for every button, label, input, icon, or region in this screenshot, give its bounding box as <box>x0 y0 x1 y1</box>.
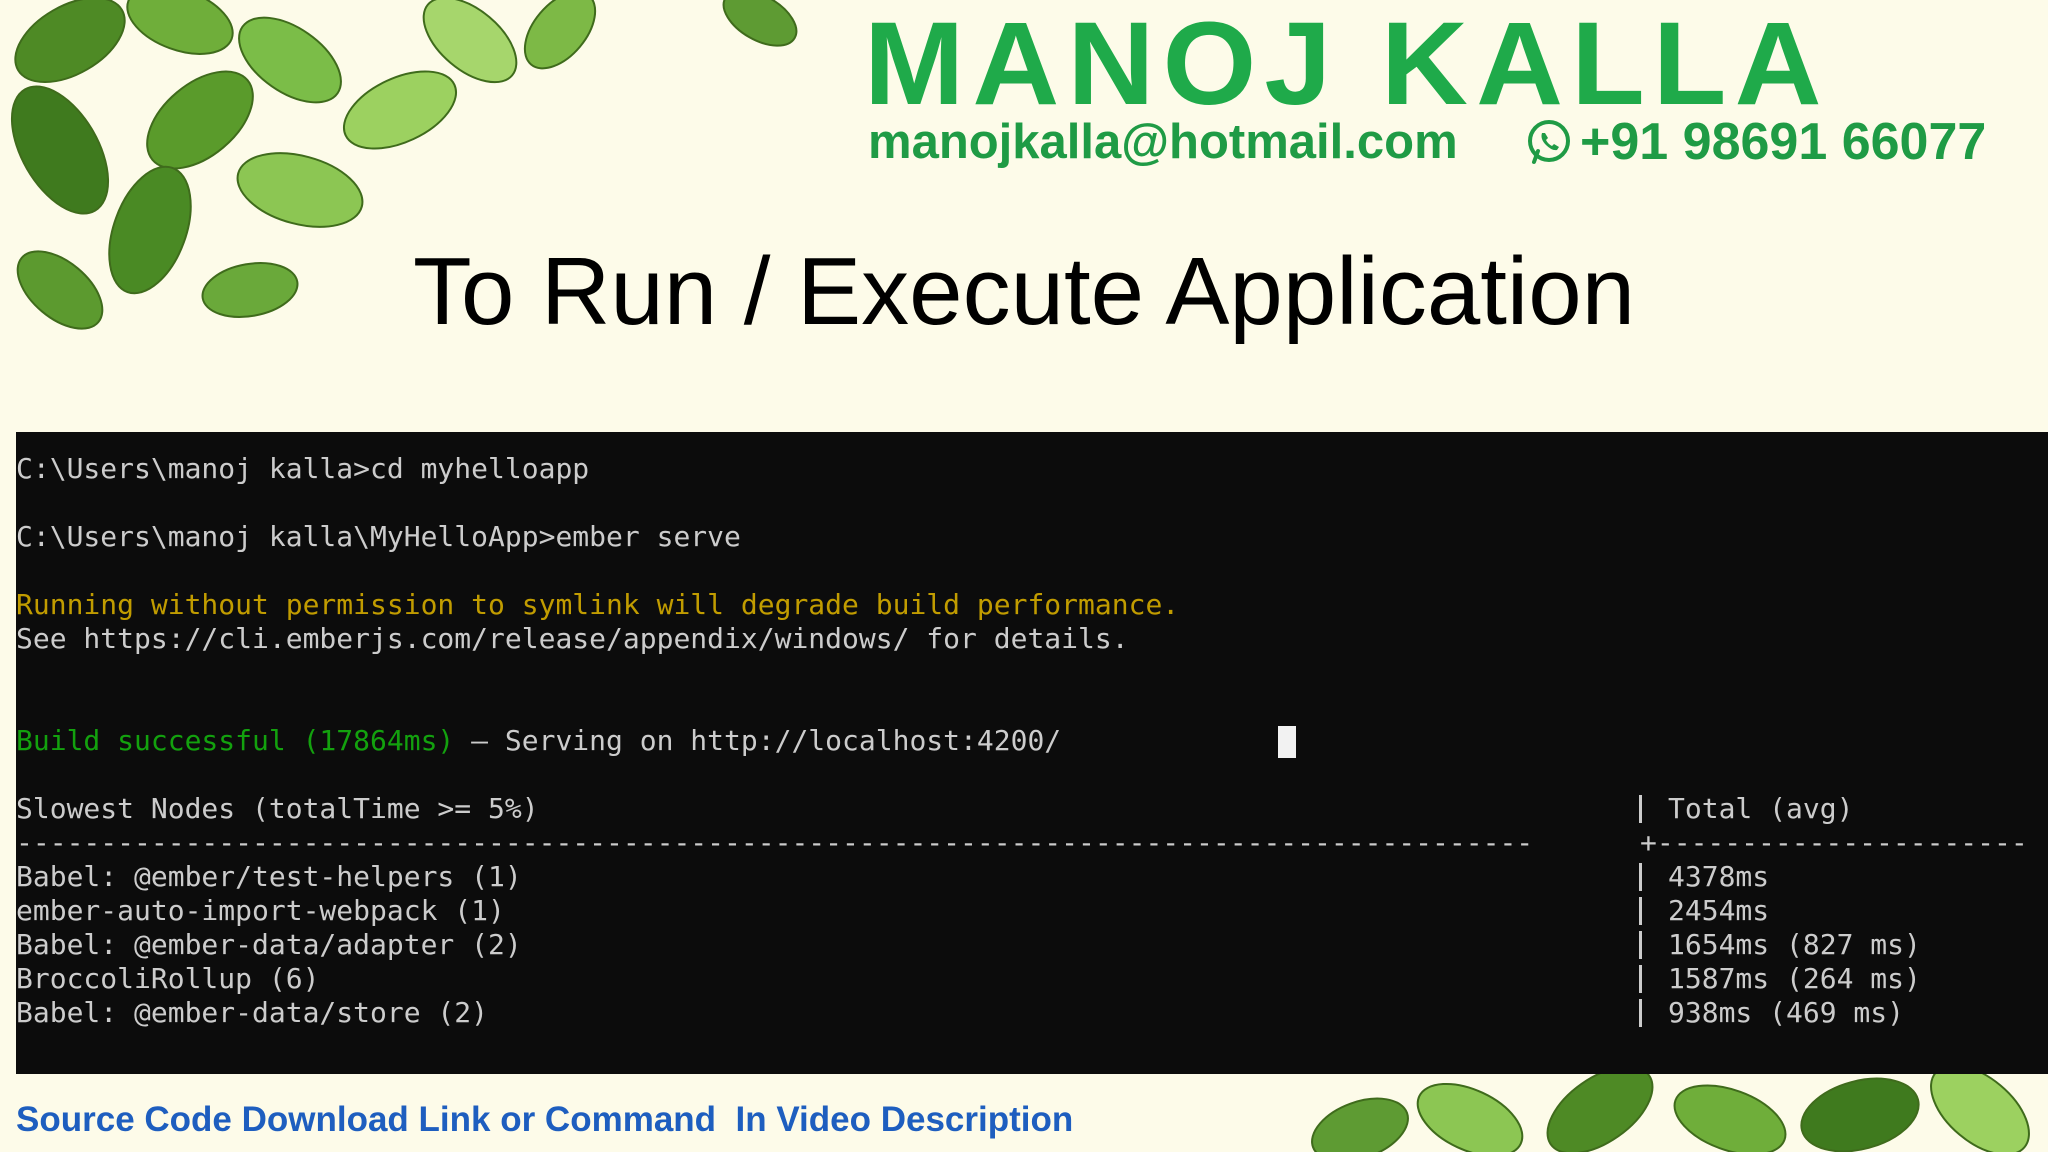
terminal-see-details: See https://cli.emberjs.com/release/appe… <box>16 622 1129 655</box>
column-divider <box>1639 795 1642 823</box>
terminal-command-serve: C:\Users\manoj kalla\MyHelloApp>ember se… <box>16 520 741 553</box>
separator-left: ----------------------------------------… <box>16 826 1534 859</box>
table-row-node: BroccoliRollup (6) <box>16 962 320 995</box>
table-row-node: Babel: @ember-data/adapter (2) <box>16 928 522 961</box>
terminal-command-cd: C:\Users\manoj kalla>cd myhelloapp <box>16 452 590 485</box>
table-row-total: 4378ms <box>1668 860 1770 893</box>
phone-number: +91 98691 66077 <box>1580 113 1987 171</box>
leaves-decoration-top <box>10 0 798 330</box>
brand-name: MANOJ KALLA <box>864 0 1830 130</box>
table-row-node: Babel: @ember/test-helpers (1) <box>16 860 522 893</box>
column-divider <box>1639 965 1642 993</box>
total-avg-header: Total (avg) <box>1668 792 1854 825</box>
slowest-nodes-header: Slowest Nodes (totalTime >= 5%) <box>16 792 539 825</box>
table-row-node: ember-auto-import-webpack (1) <box>16 894 505 927</box>
separator-right: +---------------------- <box>1640 826 2028 860</box>
leaves-decoration-bottom <box>1311 1064 2030 1152</box>
email-address: manojkalla@hotmail.com <box>868 115 1458 169</box>
source-code-note: Source Code Download Link or Command In … <box>16 1100 1074 1139</box>
terminal-warning: Running without permission to symlink wi… <box>16 588 1180 621</box>
table-row-total: 2454ms <box>1668 894 1770 927</box>
serving-text: – Serving on http://localhost:4200/ <box>454 724 1062 757</box>
column-divider <box>1639 897 1642 925</box>
column-divider <box>1639 863 1642 891</box>
terminal-build-line: Build successful (17864ms) – Serving on … <box>16 724 1061 758</box>
terminal-cursor <box>1278 726 1296 758</box>
whatsapp-icon <box>1528 120 1570 164</box>
terminal-window: C:\Users\manoj kalla>cd myhelloapp C:\Us… <box>16 432 2048 1074</box>
build-success-text: Build successful (17864ms) <box>16 724 455 757</box>
table-row-node: Babel: @ember-data/store (2) <box>16 996 489 1029</box>
slide-title: To Run / Execute Application <box>412 238 1636 345</box>
column-divider <box>1639 931 1642 959</box>
column-divider <box>1639 999 1642 1027</box>
table-row-total: 1587ms (264 ms) <box>1668 962 1921 995</box>
separator-right-dashes: ---------------------- <box>1656 826 2028 859</box>
table-row-total: 1654ms (827 ms) <box>1668 928 1921 961</box>
phone-contact: +91 98691 66077 <box>1524 112 1986 172</box>
separator-plus: + <box>1640 826 1657 859</box>
table-row-total: 938ms (469 ms) <box>1668 996 1905 1029</box>
